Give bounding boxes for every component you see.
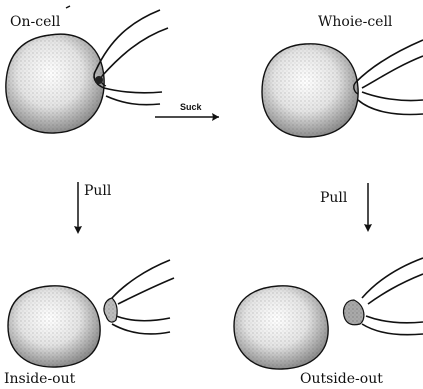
inside-out-panel: Inside-out <box>4 260 174 387</box>
pipette <box>356 40 423 114</box>
whole-cell-panel: Whoie-cell <box>262 14 423 137</box>
inside-out-label: Inside-out <box>4 371 76 387</box>
pipette <box>112 260 174 334</box>
pull-arrow-right: Pull <box>320 183 372 232</box>
arrowhead <box>364 224 372 232</box>
on-cell-panel: On-cell <box>6 6 168 133</box>
on-cell-label: On-cell <box>10 14 61 30</box>
pipette <box>362 258 423 335</box>
arrowhead <box>74 226 82 234</box>
outside-out-label: Outside-out <box>300 371 383 387</box>
pull-left-label: Pull <box>84 183 112 199</box>
pipette <box>96 10 168 105</box>
pull-arrow-left: Pull <box>74 182 112 234</box>
suck-arrow: Suck <box>155 102 219 121</box>
outside-out-panel: Outside-out <box>234 258 423 387</box>
pull-right-label: Pull <box>320 190 348 206</box>
suck-label: Suck <box>180 102 203 112</box>
tick-mark <box>66 6 70 8</box>
arrowhead <box>212 113 219 121</box>
whole-cell-label: Whoie-cell <box>318 14 393 30</box>
